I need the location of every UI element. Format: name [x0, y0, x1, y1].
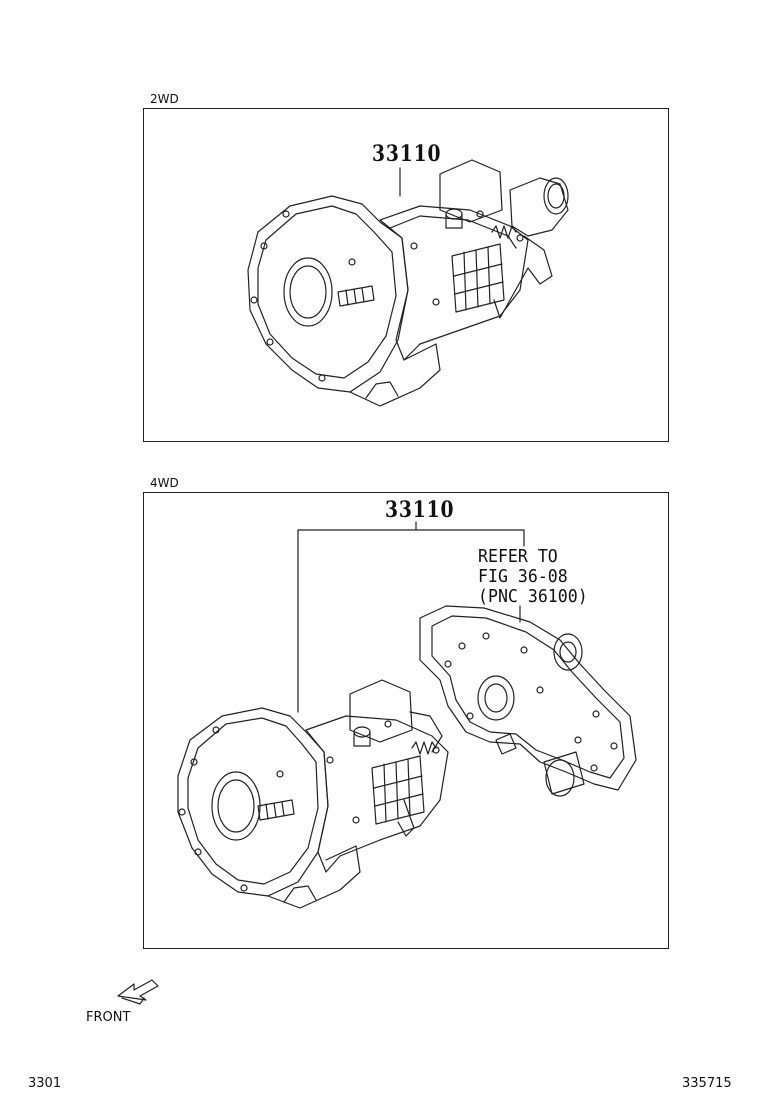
- transfer-case-drawing: [419, 605, 637, 797]
- part-number-2wd: 33110: [372, 141, 442, 167]
- transmission-4wd-drawing: [177, 679, 449, 909]
- footer-right-code: 335715: [682, 1076, 732, 1091]
- panel-2wd: [143, 108, 669, 442]
- panel-2wd-label: 2WD: [150, 92, 179, 106]
- refer-line-2: FIG 36-08: [478, 566, 568, 587]
- refer-line-3: (PNC 36100): [478, 586, 588, 607]
- part-number-4wd: 33110: [385, 497, 455, 523]
- front-arrow-icon: [117, 979, 159, 1005]
- front-label: FRONT: [86, 1010, 131, 1025]
- panel-4wd-label: 4WD: [150, 476, 179, 490]
- leader-bracket-4wd: [297, 521, 525, 713]
- panel-4wd: [143, 492, 669, 949]
- refer-line-1: REFER TO: [478, 546, 558, 567]
- transmission-2wd-drawing: [247, 159, 569, 407]
- footer-left-code: 3301: [28, 1076, 62, 1091]
